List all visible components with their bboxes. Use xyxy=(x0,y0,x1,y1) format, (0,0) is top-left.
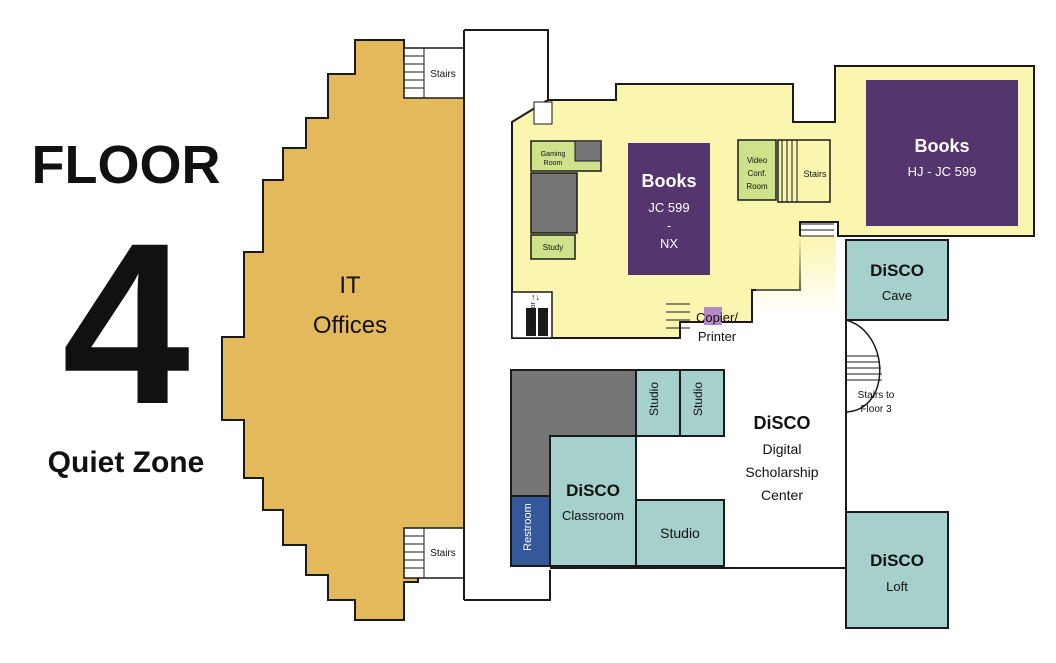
stairs-landing-icon xyxy=(800,223,834,237)
disco-center-line3: Center xyxy=(761,487,803,503)
stairs-bottom-steps xyxy=(404,528,425,578)
floor-number: 4 xyxy=(62,195,190,452)
corridor-walls xyxy=(463,29,551,601)
stairs-right-label: Stairs xyxy=(803,169,827,179)
books-center-title: Books xyxy=(641,171,696,191)
copier-printer[interactable] xyxy=(704,307,722,325)
copier-label-2: Printer xyxy=(698,329,737,344)
elevator-label: Elevator xyxy=(530,301,537,327)
disco-center-title: DiSCO xyxy=(753,413,810,433)
restroom-label: Restroom xyxy=(522,503,534,551)
studio-3-label: Studio xyxy=(660,525,700,541)
gaming-room-label-1: Gaming xyxy=(541,151,566,158)
studio-1-label: Studio xyxy=(647,382,661,416)
books-right-line1: HJ - JC 599 xyxy=(908,164,977,179)
copier-label-1: Copier/ xyxy=(696,310,738,325)
studio-3[interactable] xyxy=(635,499,725,567)
it-offices-label-1: IT xyxy=(339,272,361,299)
gray-room-upper xyxy=(530,172,578,234)
video-conf-room[interactable] xyxy=(737,139,777,201)
stairs-top-label: Stairs xyxy=(430,69,456,80)
studio-1[interactable] xyxy=(635,369,681,437)
stairs-right-steps xyxy=(781,140,798,202)
stairs-to-floor3-label-1: Stairs to xyxy=(858,390,895,401)
disco-loft-line1: Loft xyxy=(886,579,908,594)
disco-cave[interactable] xyxy=(845,239,949,321)
books-right[interactable] xyxy=(866,80,1018,226)
disco-center-line1: Digital xyxy=(763,441,802,457)
books-right-title: Books xyxy=(914,136,969,156)
disco-classroom-line1: Classroom xyxy=(562,508,624,523)
library-fade xyxy=(756,236,836,316)
stairs-to-floor3-label-2: Floor 3 xyxy=(860,404,892,415)
books-center[interactable] xyxy=(628,143,710,275)
disco-loft[interactable] xyxy=(845,511,949,629)
disco-cave-title: DiSCO xyxy=(870,261,924,280)
video-conf-label-2: Conf. xyxy=(747,169,766,178)
disco-classroom-title: DiSCO xyxy=(566,481,620,500)
stairs-top-steps xyxy=(404,48,425,98)
stairs-to-floor3-curve xyxy=(845,319,881,413)
disco-cave-line1: Cave xyxy=(882,288,912,303)
gaming-room-storage xyxy=(574,140,602,162)
disco-center-line2: Scholarship xyxy=(745,464,818,480)
books-center-line1: JC 599 xyxy=(648,200,689,215)
studio-2-label: Studio xyxy=(691,382,705,416)
disco-classroom[interactable] xyxy=(549,435,637,567)
disco-walls xyxy=(550,320,847,569)
disco-loft-title: DiSCO xyxy=(870,551,924,570)
video-conf-label-3: Room xyxy=(746,182,768,191)
restroom[interactable] xyxy=(510,495,551,567)
stairs-to-floor3-steps xyxy=(846,355,882,381)
small-stairs-icon xyxy=(533,101,553,125)
stairs-right[interactable] xyxy=(777,139,831,203)
study-room[interactable] xyxy=(530,234,576,260)
books-center-line3: NX xyxy=(660,236,678,251)
quiet-zone-label: Quiet Zone xyxy=(48,446,205,479)
studio-2[interactable] xyxy=(679,369,725,437)
video-conf-label-1: Video xyxy=(747,156,768,165)
study-label: Study xyxy=(543,243,563,252)
it-offices-label-2: Offices xyxy=(313,312,387,339)
stairs-bottom-label: Stairs xyxy=(430,548,456,559)
gaming-room-label-2: Room xyxy=(544,160,563,167)
copier-stairs-icon xyxy=(666,303,690,329)
books-center-line2: - xyxy=(667,218,671,233)
elevator-arrows-icon: ↑↓ xyxy=(531,292,540,302)
floor-word: FLOOR xyxy=(32,135,221,195)
